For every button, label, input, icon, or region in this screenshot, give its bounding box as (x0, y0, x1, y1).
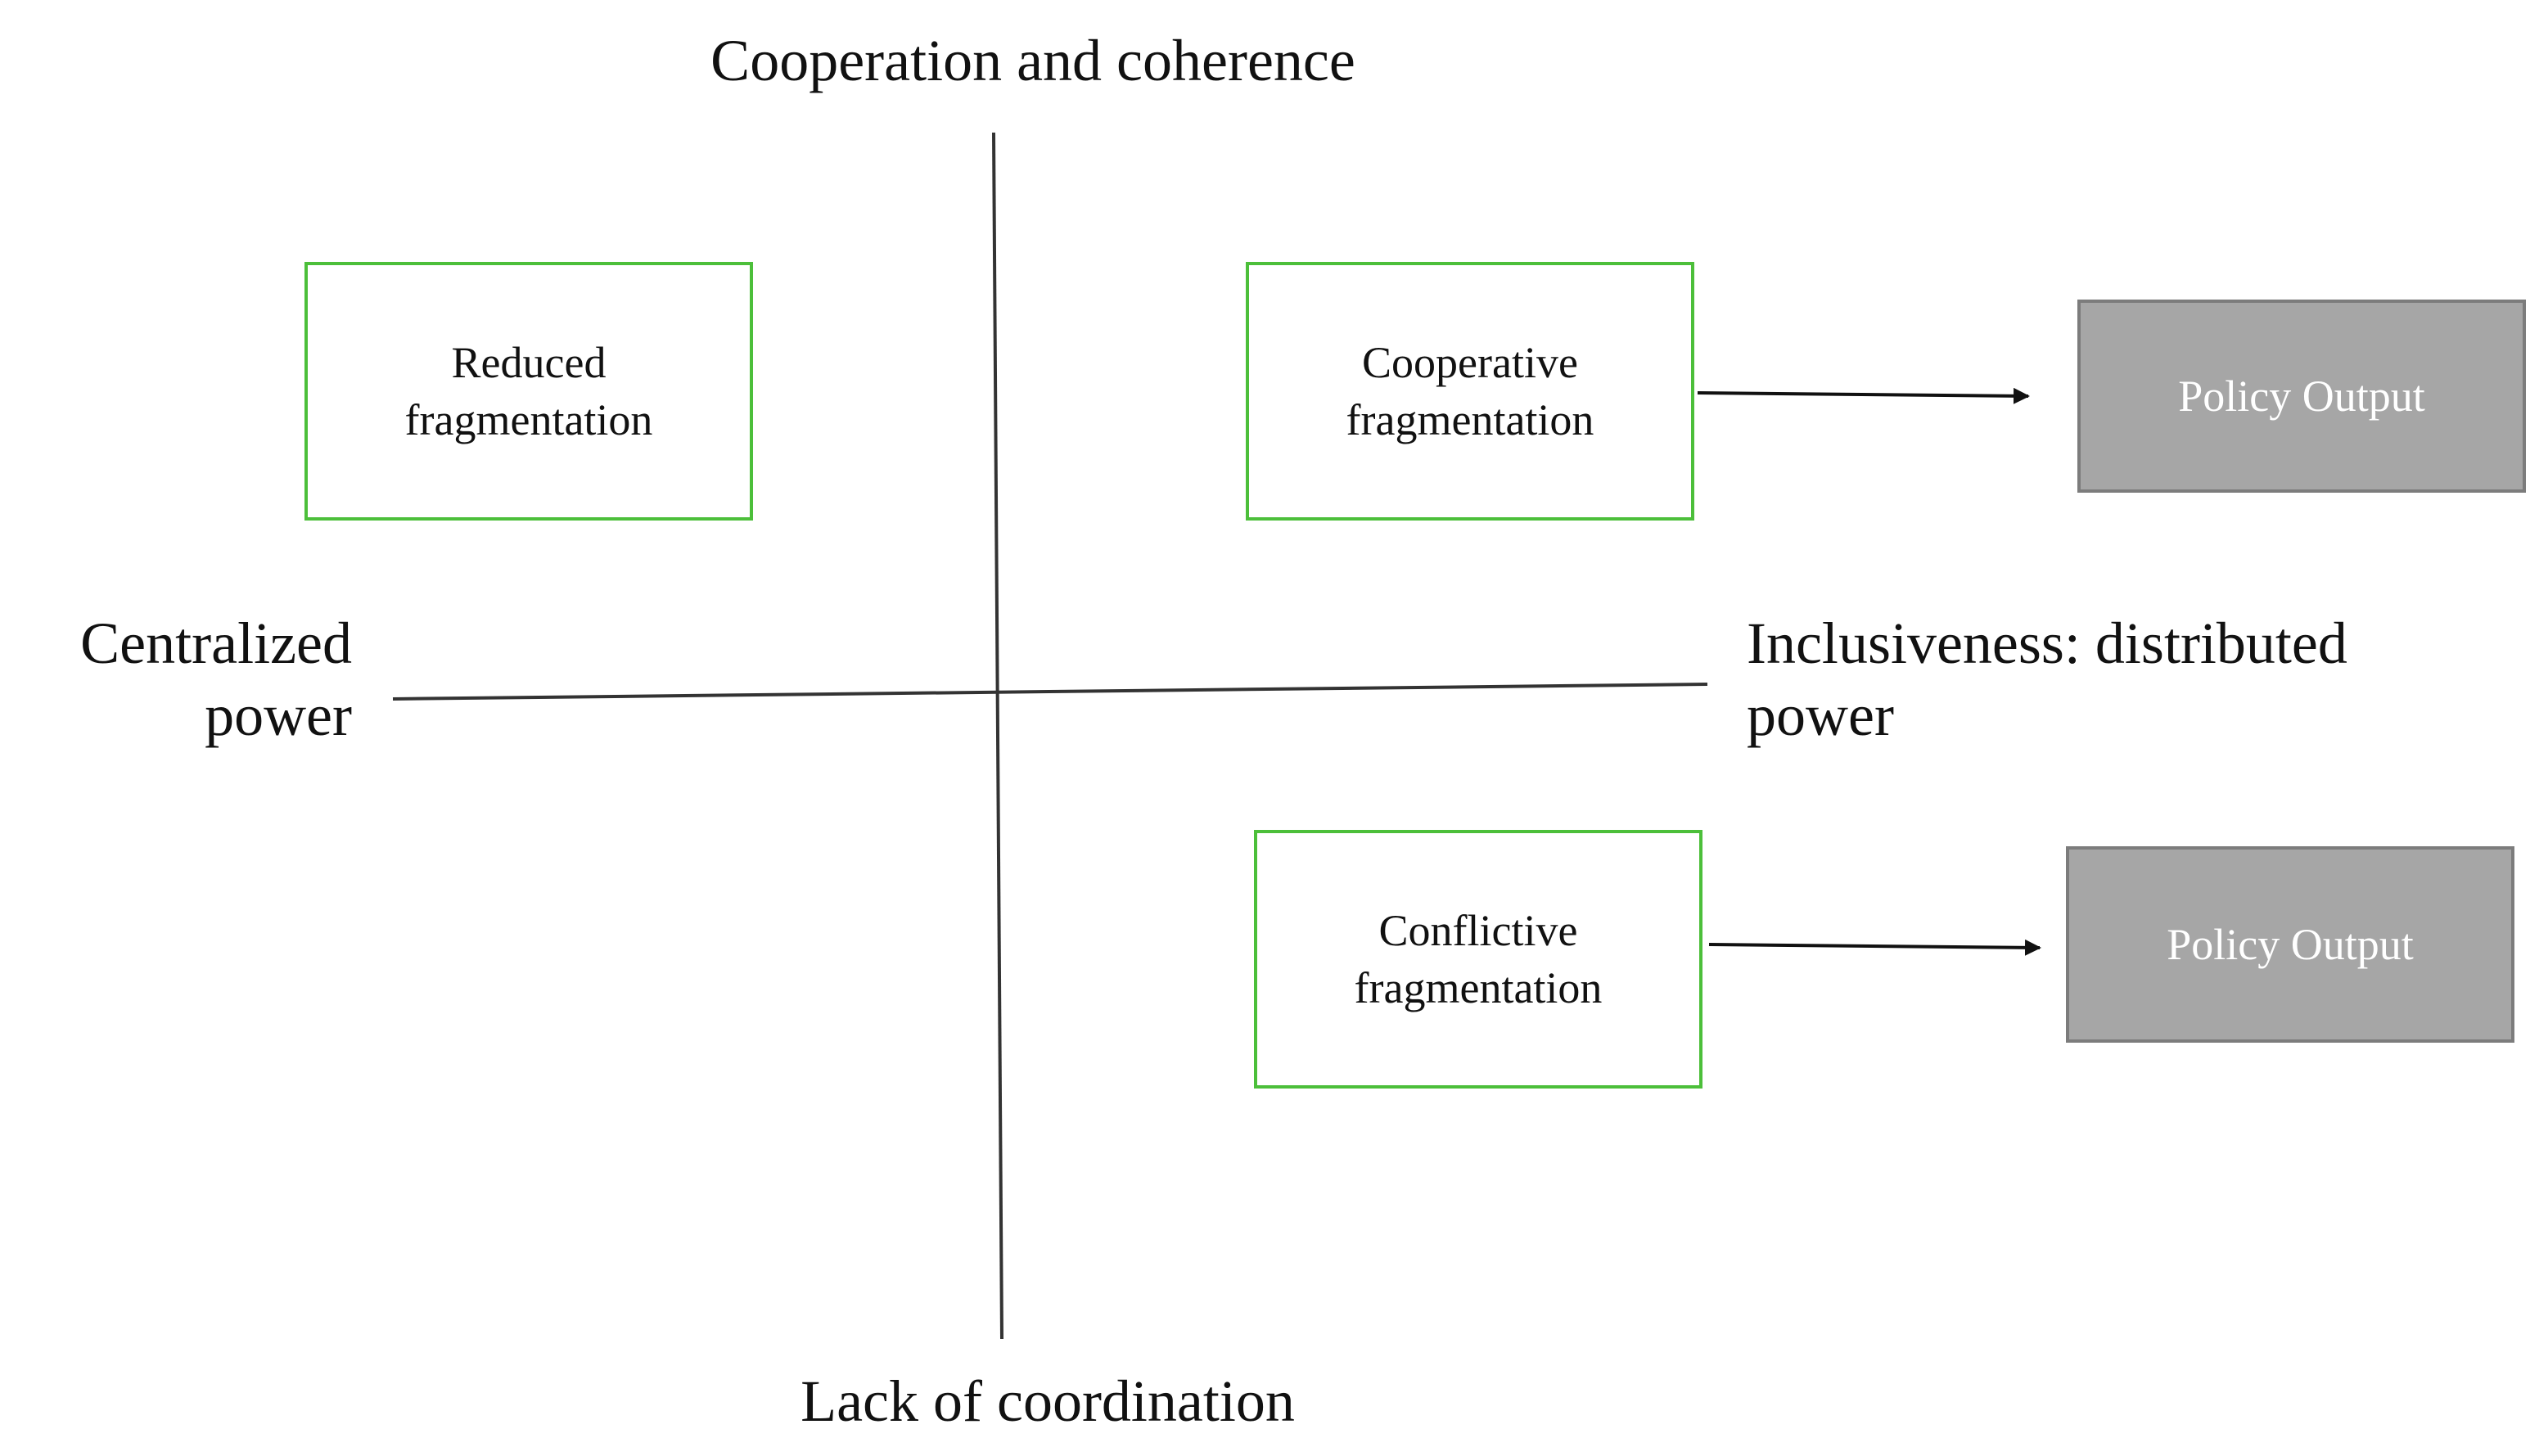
axis-label-bottom: Lack of coordination (800, 1368, 1295, 1434)
reduced-fragmentation-box: Reduced fragmentation (304, 262, 753, 521)
axis-label-right: Inclusiveness: distributed power (1747, 611, 2347, 748)
cooperative-fragmentation-box: Cooperative fragmentation (1246, 262, 1694, 521)
arrow-cooperative-to-output (1697, 387, 2030, 404)
policy-output-label-bottom: Policy Output (2167, 920, 2414, 969)
policy-output-label-top: Policy Output (2178, 372, 2425, 421)
cooperative-fragmentation-label: Cooperative fragmentation (1346, 338, 1594, 444)
conflictive-fragmentation-box: Conflictive fragmentation (1254, 830, 1702, 1089)
policy-output-box-bottom: Policy Output (2066, 846, 2514, 1043)
vertical-axis (992, 132, 1003, 1340)
horizontal-axis (392, 683, 1708, 701)
conflictive-fragmentation-label: Conflictive fragmentation (1354, 906, 1603, 1012)
reduced-fragmentation-label: Reduced fragmentation (404, 338, 653, 444)
axis-label-left: Centralized power (80, 611, 352, 748)
policy-output-box-top: Policy Output (2077, 300, 2526, 493)
arrow-conflictive-to-output (1708, 939, 2041, 956)
axis-label-top: Cooperation and coherence (710, 28, 1355, 93)
